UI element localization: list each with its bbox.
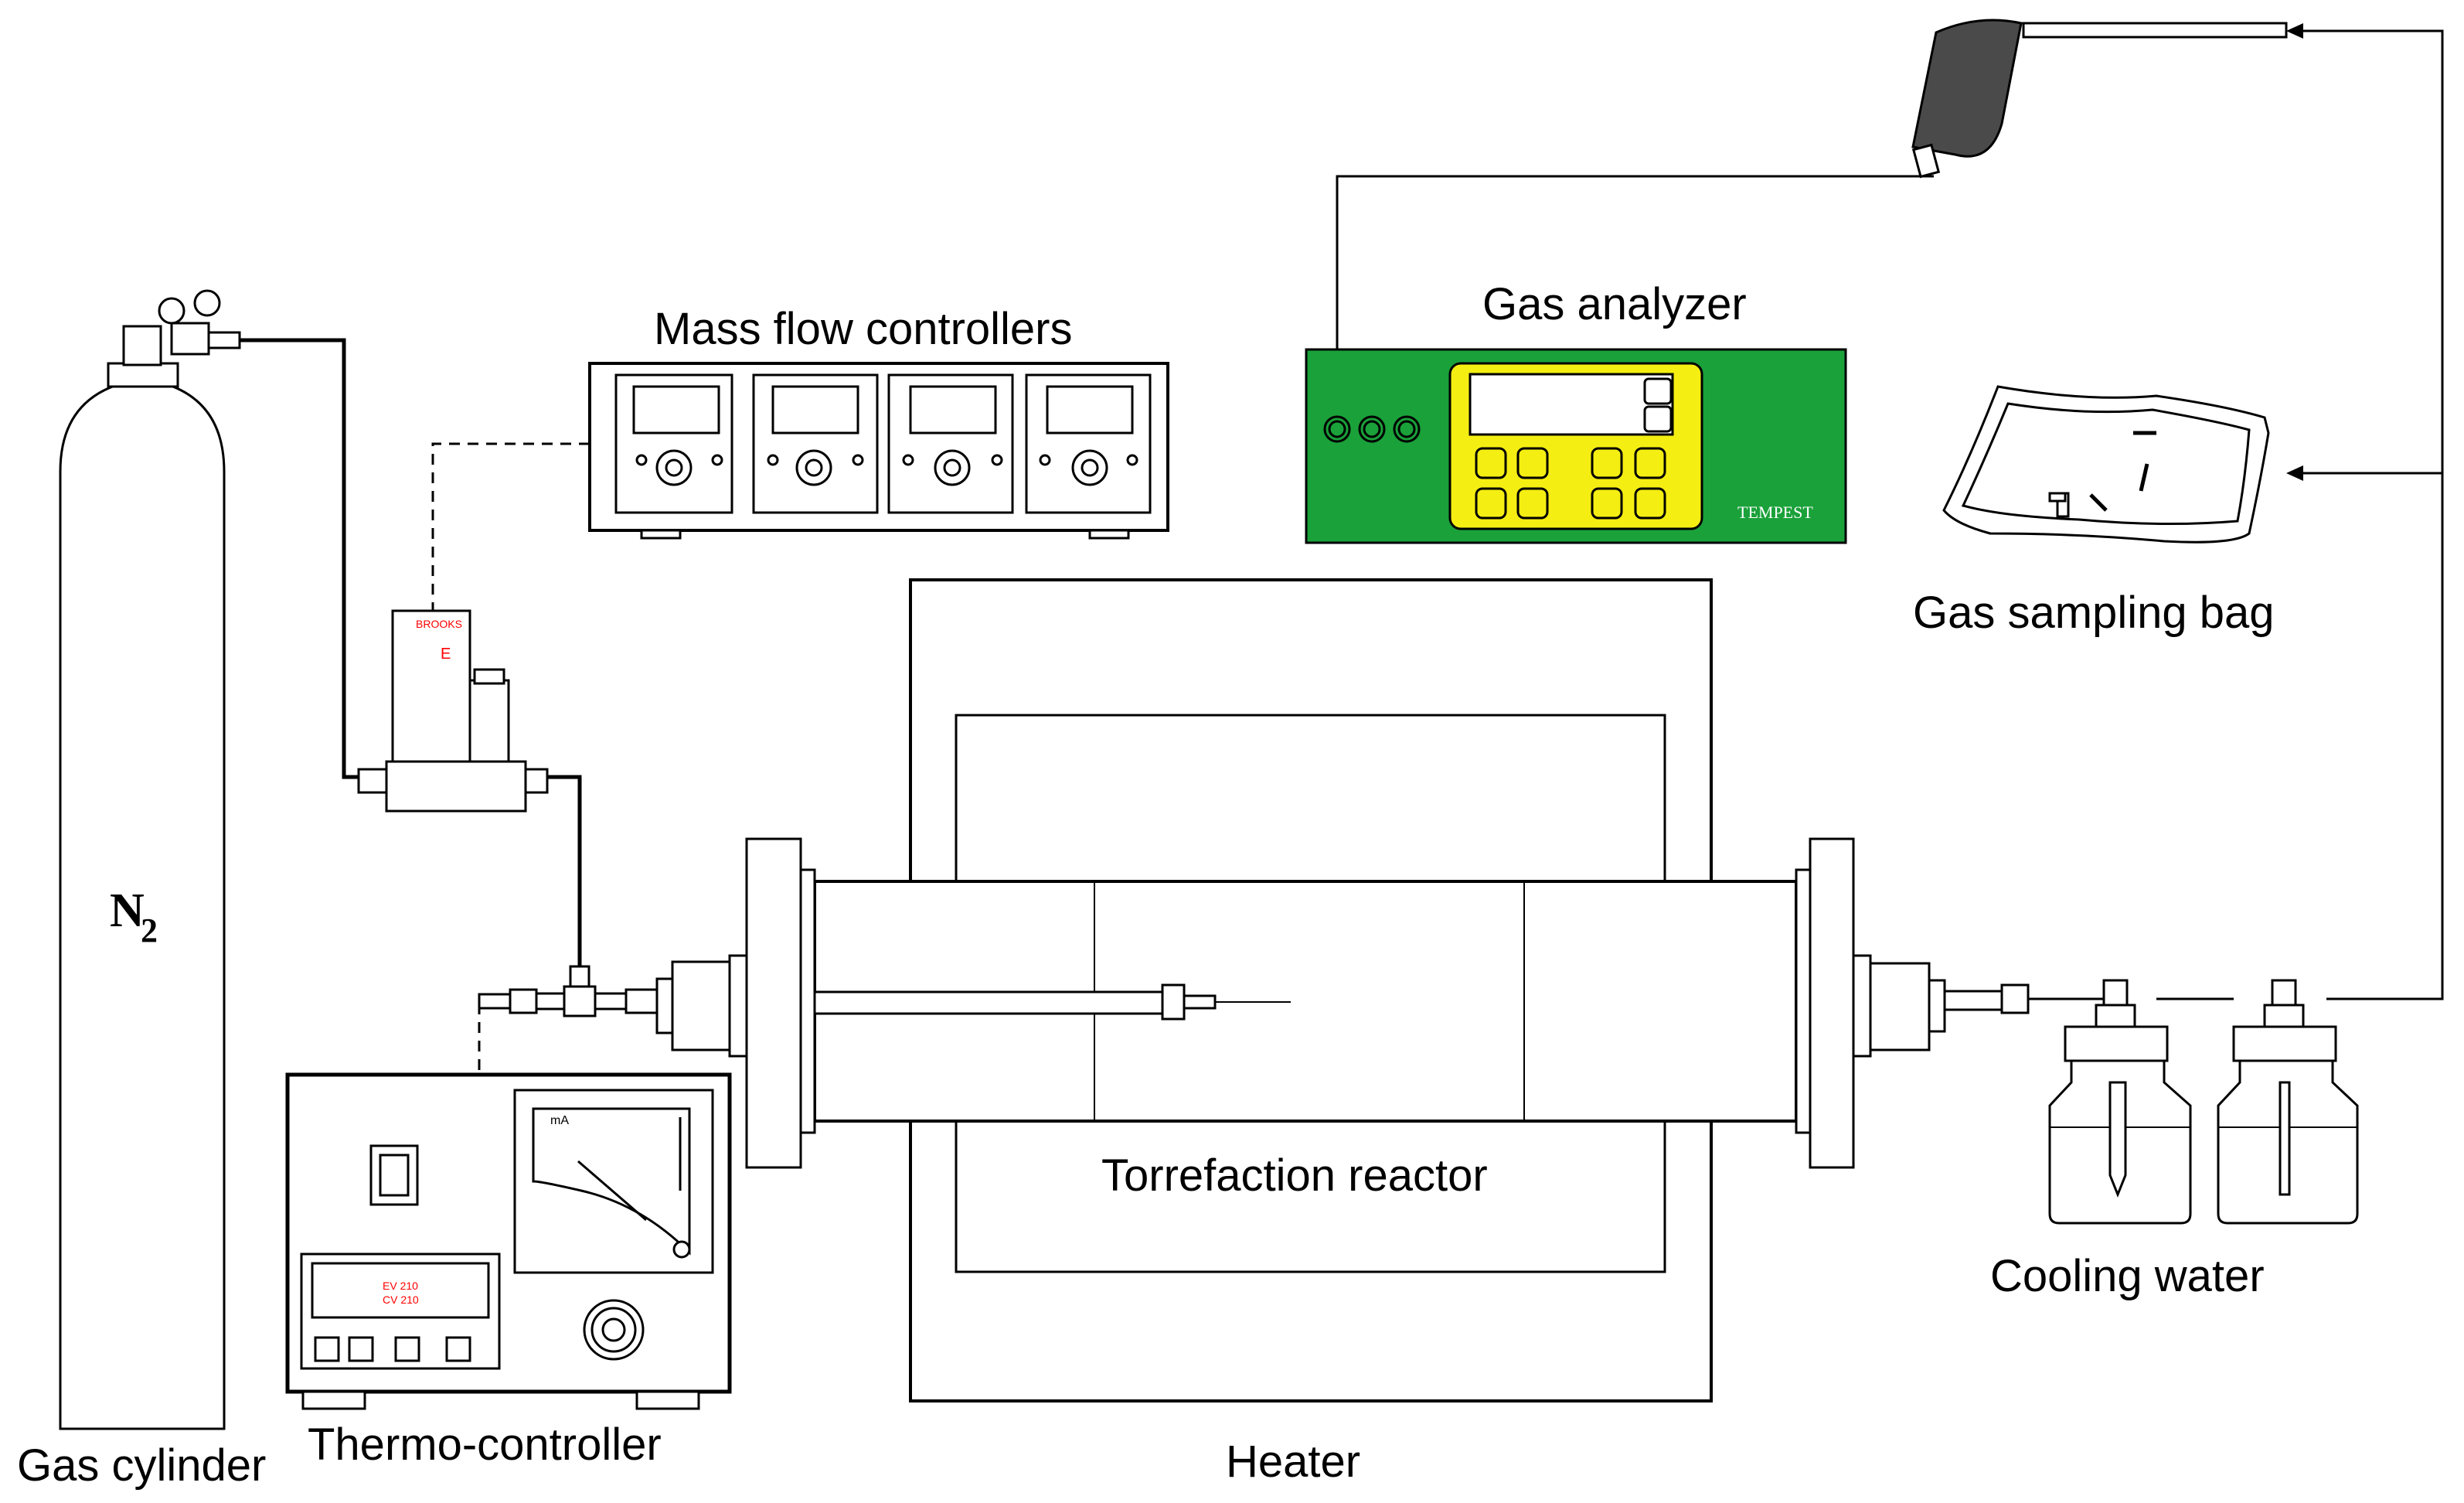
ammeter: mA: [513, 1089, 714, 1274]
torrefaction-reactor-label: Torrefaction reactor: [1101, 1150, 1488, 1201]
mfc-unit[interactable]: [752, 373, 879, 514]
cooling-bottle-2[interactable]: [2217, 979, 2359, 1225]
n2-label: N: [110, 884, 145, 937]
heater-label: Heater: [1226, 1437, 1360, 1487]
gas-analyzer-label: Gas analyzer: [1482, 279, 1747, 329]
gas-cylinder[interactable]: N 2: [59, 289, 241, 1430]
mfc-unit[interactable]: [1025, 373, 1152, 514]
gas-cylinder-label: Gas cylinder: [17, 1440, 266, 1491]
gas-probe[interactable]: [1911, 19, 2288, 179]
thermo-display-line2: CV 210: [383, 1293, 419, 1306]
inlet-tee-fitting: [478, 965, 659, 1017]
signal-lines: [431, 442, 590, 1075]
thermo-controller[interactable]: EV 210 CV 210 mA: [285, 1072, 732, 1410]
analyzer-brand-label: TEMPEST: [1737, 503, 1813, 522]
flow-arrows: [2286, 23, 2303, 481]
gas-sampling-bag-label: Gas sampling bag: [1913, 588, 2274, 638]
arrow-head: [2286, 465, 2303, 481]
torrefaction-reactor[interactable]: [655, 837, 2030, 1169]
mass-flow-controller[interactable]: BROOKS E: [357, 609, 549, 813]
thermo-knob[interactable]: [583, 1299, 645, 1361]
mfc-mark-label: E: [441, 646, 451, 663]
cooling-bottle-1[interactable]: [2048, 979, 2192, 1225]
thermo-keys[interactable]: [314, 1336, 471, 1362]
mass-flow-controllers-label: Mass flow controllers: [654, 304, 1072, 354]
n2-subscript: 2: [141, 912, 158, 949]
mfc-brand-label: BROOKS: [416, 618, 462, 630]
analyzer-display: [1469, 373, 1674, 436]
gas-sampling-bag[interactable]: [1942, 385, 2270, 544]
mass-flow-controllers-rack[interactable]: [588, 362, 1169, 540]
mfc-unit[interactable]: [614, 373, 733, 514]
gas-analyzer[interactable]: TEMPEST: [1305, 348, 1847, 544]
analyzer-keypad[interactable]: [1475, 447, 1666, 520]
thermo-controller-label: Thermo-controller: [308, 1420, 662, 1470]
pressure-regulator[interactable]: [158, 289, 241, 356]
thermo-display-line1: EV 210: [383, 1280, 418, 1292]
arrow-head: [2286, 23, 2303, 39]
cooling-water-label: Cooling water: [1990, 1251, 2265, 1301]
mfc-unit[interactable]: [887, 373, 1014, 514]
meter-unit-label: mA: [550, 1114, 569, 1127]
